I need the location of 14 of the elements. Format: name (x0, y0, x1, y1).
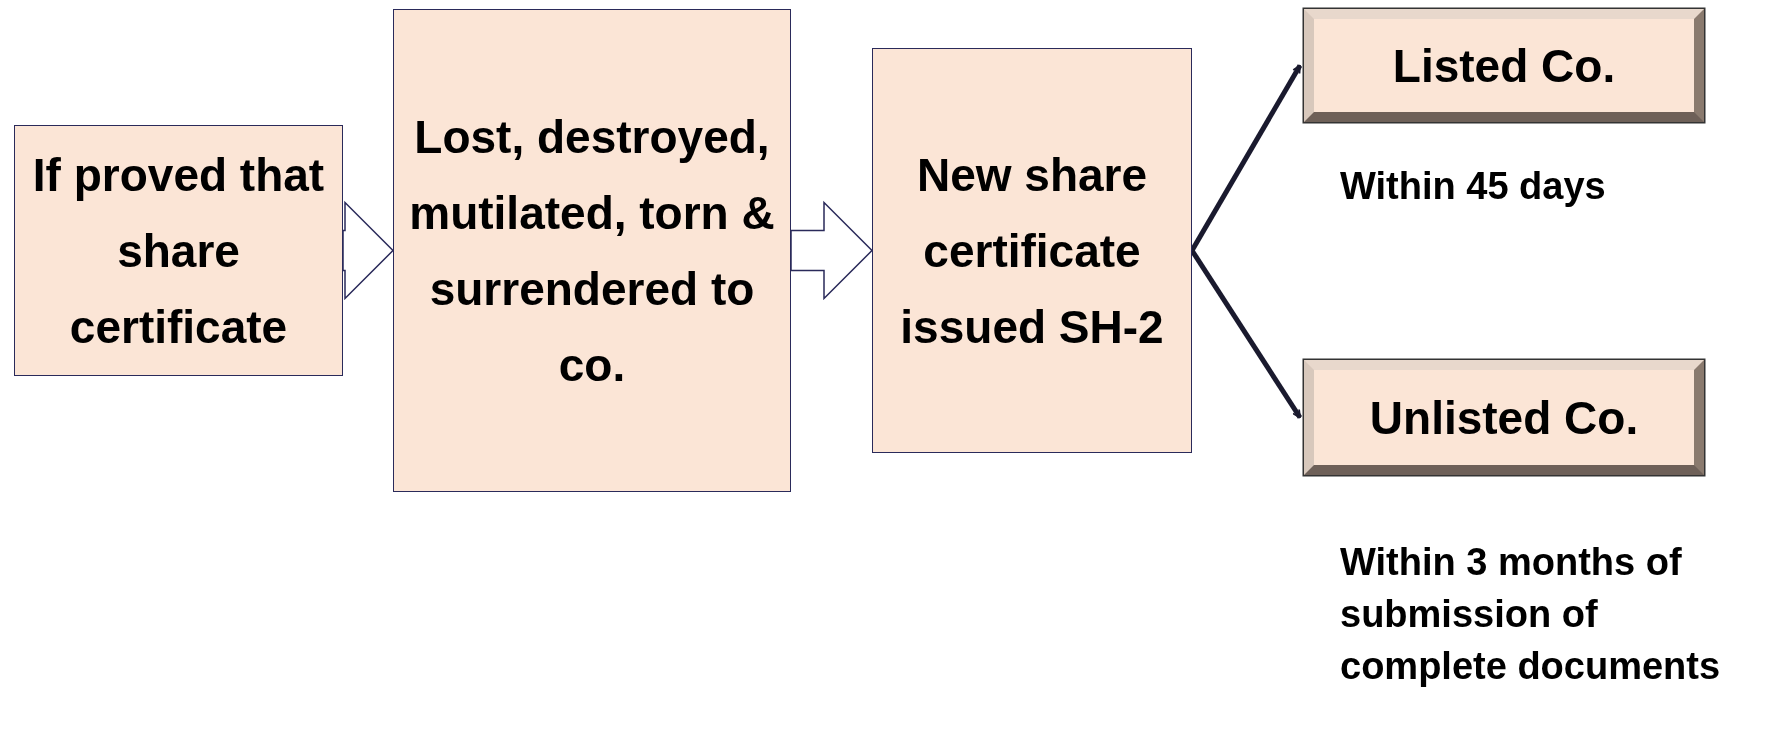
box-text: Unlisted Co. (1368, 390, 1640, 446)
beveled-box (1304, 360, 1704, 475)
block-arrow (790, 200, 874, 301)
block-arrow (342, 200, 395, 301)
box-text: Listed Co. (1391, 38, 1617, 94)
process-box (872, 48, 1192, 453)
box-text: Lost, destroyed, mutilated, torn & surrendered to co. (408, 109, 776, 393)
note-text: Within 3 months of submission of complete documents (1340, 540, 1722, 689)
box-text: If proved that share certificate (31, 147, 326, 355)
process-box (393, 9, 791, 492)
process-box (14, 125, 343, 376)
note-text: Within 45 days (1340, 164, 1607, 209)
beveled-box (1304, 9, 1704, 122)
box-text: New share certificate issued SH-2 (899, 147, 1165, 355)
